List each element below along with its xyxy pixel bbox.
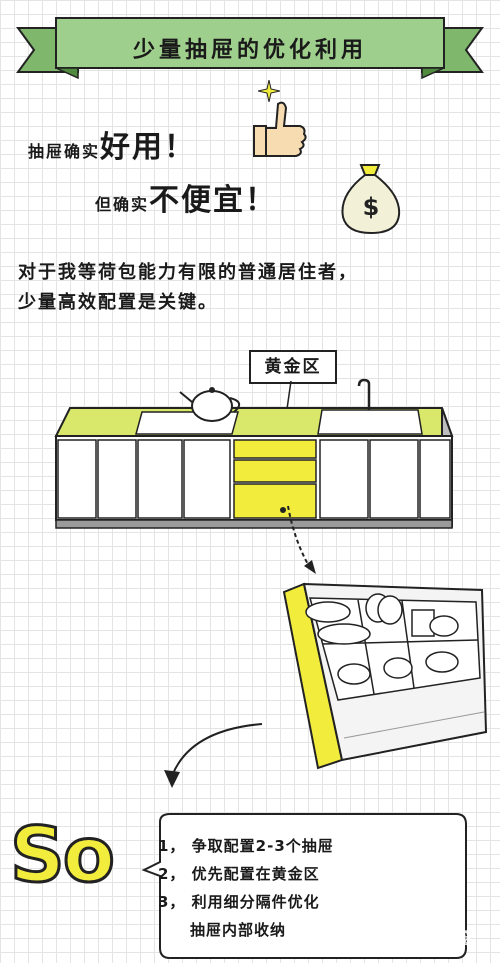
kettle-icon [179,387,241,422]
page-title: 少量抽屉的优化利用 [132,38,367,63]
sparkle-icon [258,80,280,102]
tip-2: 2， 优先配置在黄金区 [158,865,320,883]
tip-3-continued: 抽屉内部收纳 [158,921,287,939]
tips-bubble [141,813,467,959]
tip-1: 1， 争取配置2-3个抽屉 [158,837,334,855]
open-drawer-illustration [282,582,488,770]
title-banner [16,17,484,80]
headline-line-2: 但确实不便宜！ [95,175,277,219]
arrow-to-summary [164,723,263,788]
headline-2-small: 但确实 [95,195,150,214]
paragraph-line-2: 少量高效配置是关键。 [18,292,218,313]
money-bag-icon: $ [341,164,401,235]
sink-icon [357,378,371,410]
headline-1-small: 抽屉确实 [28,142,101,161]
gold-zone-label: 黄金区 [249,350,337,384]
intro-paragraph: 对于我等荷包能力有限的普通居住者， 少量高效配置是关键。 [18,258,358,318]
tip-3: 3， 利用细分隔件优化 [158,893,320,911]
svg-text:$: $ [363,193,380,221]
paragraph-line-1: 对于我等荷包能力有限的普通居住者， [18,262,358,283]
headline-line-1: 抽屉确实好用！ [28,122,196,166]
so-label: So [9,809,117,901]
watermark: 城视窗 [420,929,472,948]
headline-1-big: 好用！ [100,130,197,165]
kitchen-cabinet-illustration [54,380,454,529]
tips-list: 1， 争取配置2-3个抽屉 2， 优先配置在黄金区 3， 利用细分隔件优化 抽屉… [158,832,334,944]
headline-2-big: 不便宜！ [149,183,278,218]
thumbs-up-icon [253,101,307,157]
arrow-to-drawer [287,505,316,574]
